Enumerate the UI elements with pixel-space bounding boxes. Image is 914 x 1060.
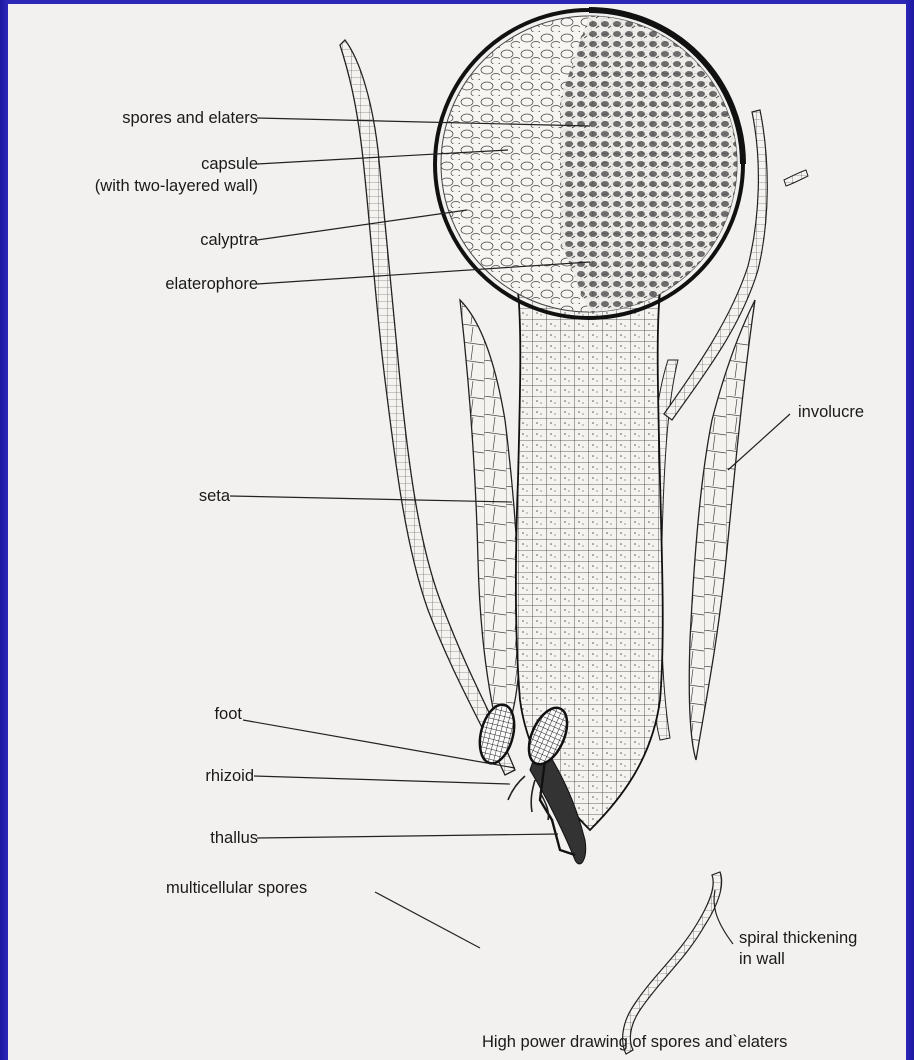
label-seta: seta bbox=[199, 486, 230, 506]
label-spores-elaters: spores and elaters bbox=[122, 108, 258, 128]
label-multicellular-spores: multicellular spores bbox=[166, 878, 307, 898]
label-involucre: involucre bbox=[798, 402, 864, 422]
label-foot: foot bbox=[214, 704, 242, 724]
label-thallus: thallus bbox=[210, 828, 258, 848]
label-capsule: capsule bbox=[201, 154, 258, 174]
label-capsule-note: (with two-layered wall) bbox=[95, 176, 258, 196]
elater bbox=[623, 872, 722, 1054]
caption: High power drawing of spores and`elaters bbox=[482, 1032, 787, 1052]
label-spiral-thickening: spiral thickening bbox=[739, 928, 857, 948]
label-rhizoid: rhizoid bbox=[205, 766, 254, 786]
label-in-wall: in wall bbox=[739, 949, 785, 969]
label-calyptra: calyptra bbox=[200, 230, 258, 250]
label-elaterophore: elaterophore bbox=[165, 274, 258, 294]
